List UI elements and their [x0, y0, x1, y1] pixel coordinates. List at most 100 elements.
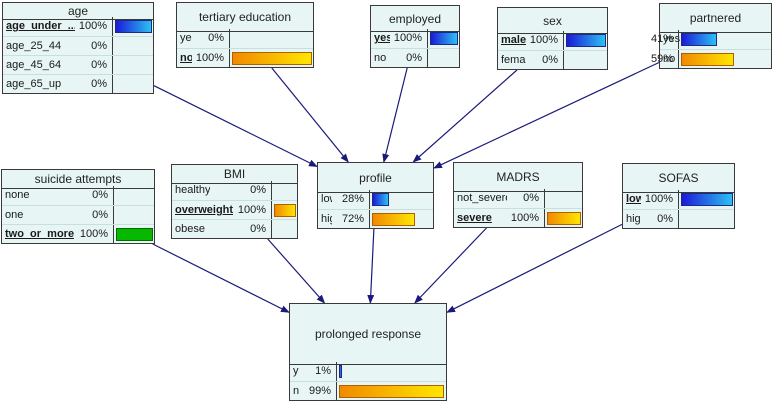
state-label: yes	[180, 32, 192, 44]
state-percent: 100%	[393, 32, 422, 44]
state-label: two_or_more	[5, 228, 75, 240]
state-row-yes[interactable]: yes0%	[177, 29, 313, 48]
state-row-female[interactable]: female0%	[498, 50, 607, 69]
probability-bar-cell	[678, 190, 734, 209]
node-title: sex	[498, 8, 607, 34]
state-percent: 1%	[315, 365, 331, 377]
edge-tertiary-education-to-profile	[271, 67, 349, 163]
state-label: obese	[175, 223, 205, 235]
probability-bar	[681, 33, 717, 46]
probability-bar	[339, 385, 444, 398]
node-profile[interactable]: profilelow28%high72%	[317, 162, 434, 229]
state-percent: 28%	[341, 193, 364, 205]
state-label: yes	[293, 365, 299, 377]
state-row-low[interactable]: low28%	[318, 190, 433, 209]
state-percent: 0%	[91, 59, 107, 71]
node-title: age	[3, 3, 153, 20]
probability-bar-cell	[113, 186, 154, 205]
probability-bar	[566, 34, 606, 47]
state-label: no	[374, 52, 387, 64]
probability-bar-cell	[271, 220, 297, 238]
probability-bar-cell	[678, 210, 734, 228]
probability-bar	[372, 213, 415, 226]
state-percent: 0%	[406, 52, 422, 64]
probability-bar-cell	[544, 209, 582, 227]
probability-bar-cell	[678, 50, 771, 68]
probability-bar	[681, 193, 733, 206]
state-label: none	[5, 189, 30, 201]
node-title: profile	[318, 163, 433, 193]
probability-bar-cell	[427, 49, 459, 67]
state-percent: 100%	[510, 212, 539, 224]
state-label: age_45_64	[6, 59, 62, 71]
edge-employed-to-profile	[382, 67, 408, 163]
state-percent: 100%	[195, 52, 224, 64]
state-percent: 0%	[250, 184, 266, 196]
node-title: suicide attempts	[2, 170, 154, 189]
node-title: tertiary education	[177, 3, 313, 32]
probability-bar	[115, 20, 152, 33]
state-row-high[interactable]: high0%	[623, 209, 734, 228]
node-title: SOFAS	[623, 164, 734, 193]
state-row-no[interactable]: no 0%	[371, 48, 459, 67]
probability-bar-cell	[427, 29, 459, 48]
state-percent: 0%	[92, 209, 108, 221]
node-title: partnered	[660, 4, 771, 33]
probability-bar-cell	[112, 37, 153, 55]
probability-bar-cell	[369, 190, 433, 209]
probability-bar-cell	[544, 189, 582, 208]
state-label: age_65_up	[6, 78, 62, 90]
probability-bar-cell	[112, 56, 153, 74]
state-percent: 41%	[650, 33, 673, 45]
node-prolonged-response[interactable]: prolonged responseyes1%no99%	[289, 303, 447, 401]
edge-sofas-to-prolonged-response	[446, 223, 623, 313]
edge-sex-to-profile	[412, 69, 518, 163]
probability-bar-cell	[229, 29, 313, 48]
state-row-no[interactable]: no 99%	[290, 381, 446, 400]
state-percent: 100%	[644, 193, 673, 205]
probability-bar-cell	[563, 51, 607, 69]
state-label: low	[626, 193, 641, 205]
node-title: MADRS	[454, 163, 582, 192]
state-percent: 99%	[308, 385, 331, 397]
probability-bar-cell	[336, 362, 446, 381]
state-percent: 0%	[91, 40, 107, 52]
edge-profile-to-prolonged-response	[367, 228, 375, 304]
probability-bar	[274, 204, 296, 217]
state-label: no	[293, 385, 299, 397]
state-label: overweight	[175, 204, 234, 216]
state-row-age-under-[interactable]: age_under_...100%	[3, 17, 153, 36]
probability-bar	[116, 228, 153, 241]
probability-bar	[372, 193, 389, 206]
state-row-high[interactable]: high72%	[318, 209, 433, 228]
state-row-yes[interactable]: yes 1%	[290, 362, 446, 381]
probability-bar-cell	[563, 31, 607, 50]
state-label: no	[663, 53, 676, 65]
state-row-age-45-64[interactable]: age_45_64 0%	[3, 55, 153, 74]
